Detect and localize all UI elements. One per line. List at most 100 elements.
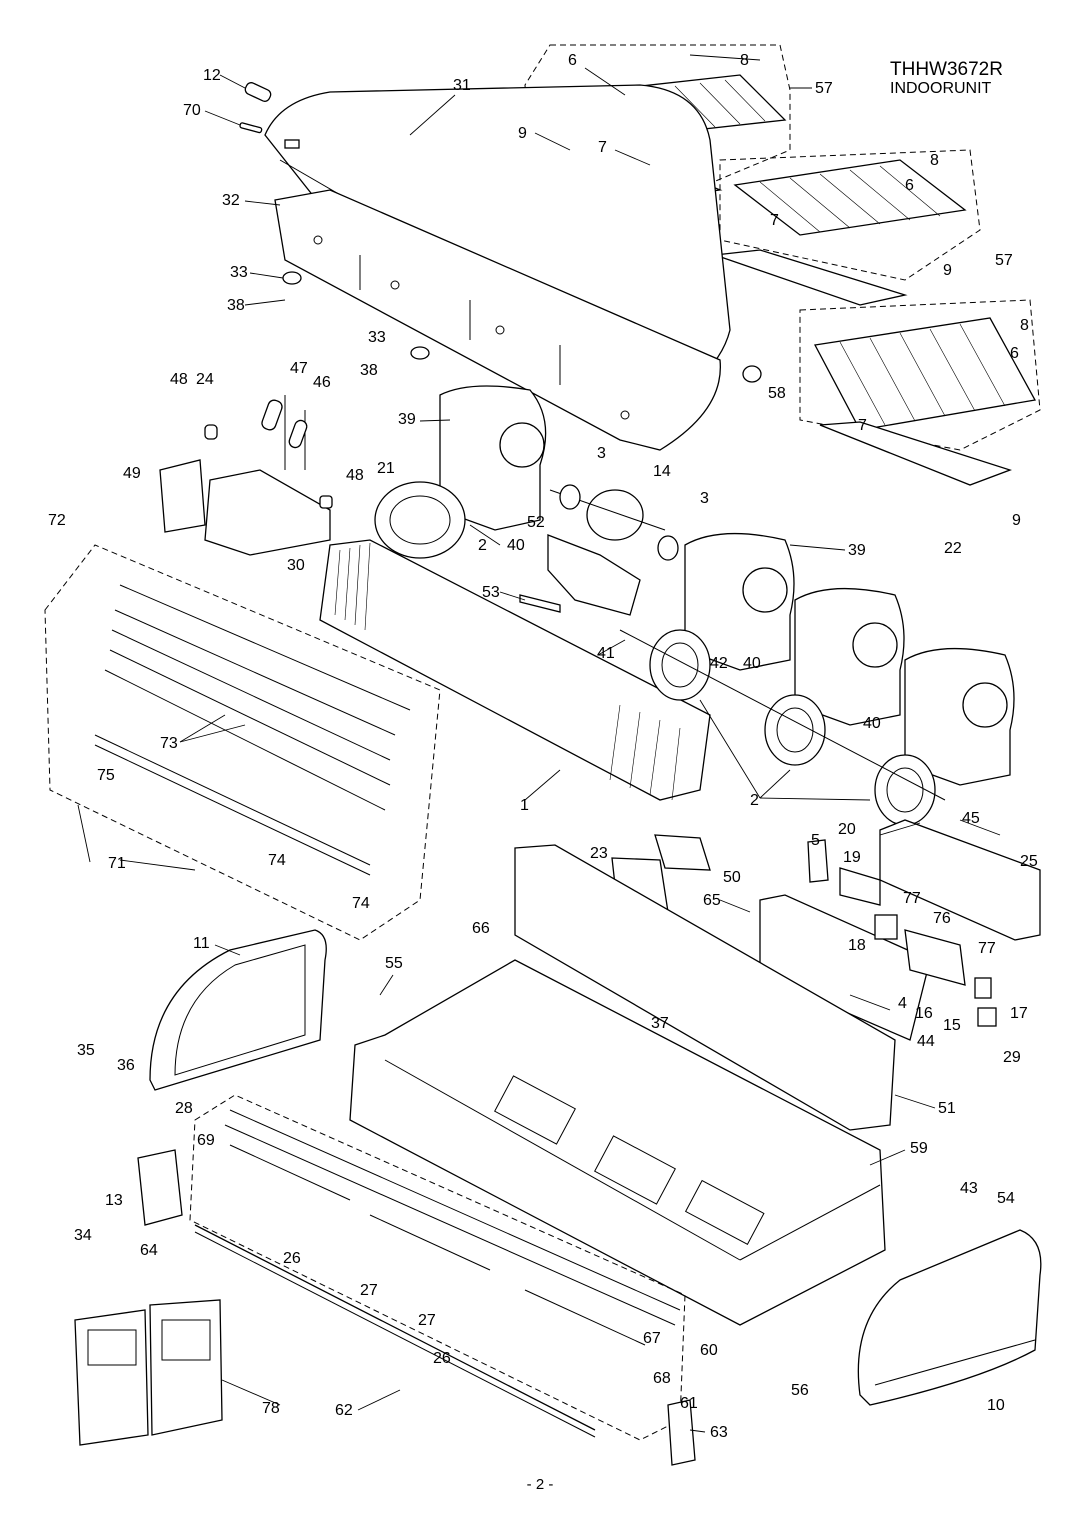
leader-lines xyxy=(77,54,1001,1433)
callout-2a: 2 xyxy=(478,537,487,554)
callout-43: 43 xyxy=(960,1180,978,1197)
callout-25: 25 xyxy=(1020,853,1038,870)
callout-39a: 39 xyxy=(398,411,416,428)
blower-wheel-4 xyxy=(874,754,936,826)
callout-66: 66 xyxy=(472,920,490,937)
callout-34: 34 xyxy=(74,1227,92,1244)
part-5 xyxy=(807,839,829,883)
callout-4: 4 xyxy=(898,995,907,1012)
part-12 xyxy=(244,82,272,102)
blower-housing-2 xyxy=(684,532,795,671)
callout-52: 52 xyxy=(527,514,545,531)
callout-41: 41 xyxy=(597,645,615,662)
callout-60: 60 xyxy=(700,1342,718,1359)
part-33a xyxy=(282,271,302,285)
callout-56: 56 xyxy=(791,1382,809,1399)
callout-68: 68 xyxy=(653,1370,671,1387)
callout-23: 23 xyxy=(590,845,608,862)
heater-kit-outline xyxy=(44,544,441,941)
callout-17: 17 xyxy=(1010,1005,1028,1022)
unit-name: INDOORUNIT xyxy=(890,80,992,97)
callout-36: 36 xyxy=(117,1057,135,1074)
part-48b xyxy=(319,495,333,509)
main-cabinet xyxy=(349,844,896,1326)
terminal-block-19 xyxy=(839,867,881,906)
pcb-15 xyxy=(904,929,966,986)
callout-27a: 27 xyxy=(360,1282,378,1299)
callout-11: 11 xyxy=(193,935,210,952)
callout-57b: 57 xyxy=(995,252,1013,269)
callout-9a: 9 xyxy=(518,125,527,142)
blower-housing-3 xyxy=(794,587,905,726)
callout-48a: 48 xyxy=(170,371,188,388)
callout-8b: 8 xyxy=(930,152,939,169)
callout-26a: 26 xyxy=(283,1250,301,1267)
motor-mount-ring-b xyxy=(657,535,679,561)
part-58 xyxy=(742,365,762,383)
callout-46: 46 xyxy=(313,374,331,391)
callout-21: 21 xyxy=(377,460,395,477)
callout-3a: 3 xyxy=(597,445,606,462)
callout-47: 47 xyxy=(290,360,308,377)
front-panel xyxy=(274,189,721,451)
callout-48b: 48 xyxy=(346,467,364,484)
part-70 xyxy=(239,122,263,134)
blower-wheel-3 xyxy=(764,694,826,766)
callout-1: 1 xyxy=(520,797,529,814)
callout-62: 62 xyxy=(335,1402,353,1419)
callout-33a: 33 xyxy=(230,264,248,281)
bracket-63 xyxy=(667,1399,696,1466)
transformer-18 xyxy=(874,914,898,940)
callout-38b: 38 xyxy=(360,362,378,379)
part-29 xyxy=(977,1007,997,1027)
blower-wheel-1 xyxy=(374,481,466,559)
callout-76: 76 xyxy=(933,910,951,927)
callout-50: 50 xyxy=(723,869,741,886)
callout-29: 29 xyxy=(1003,1049,1021,1066)
callout-40b: 40 xyxy=(743,655,761,672)
callout-20: 20 xyxy=(838,821,856,838)
callout-16: 16 xyxy=(915,1005,933,1022)
callout-39b: 39 xyxy=(848,542,866,559)
callout-64: 64 xyxy=(140,1242,158,1259)
evaporator-coil xyxy=(319,539,711,801)
blower-wheel-2 xyxy=(649,629,711,701)
callout-30: 30 xyxy=(287,557,305,574)
louvers xyxy=(224,1109,681,1346)
callout-65: 65 xyxy=(703,892,721,909)
part-64 xyxy=(137,1149,183,1226)
callout-22: 22 xyxy=(944,540,962,557)
callout-35: 35 xyxy=(77,1042,95,1059)
part-33b xyxy=(410,346,430,360)
callout-8c: 8 xyxy=(1020,317,1029,334)
callout-15: 15 xyxy=(943,1017,961,1034)
callout-53: 53 xyxy=(482,584,500,601)
callout-19: 19 xyxy=(843,849,861,866)
callout-75: 75 xyxy=(97,767,115,784)
callout-74b: 74 xyxy=(352,895,370,912)
callout-74a: 74 xyxy=(268,852,286,869)
part-46 xyxy=(288,419,308,449)
callout-7b: 7 xyxy=(770,212,779,229)
callout-18: 18 xyxy=(848,937,866,954)
page-number: - 2 - xyxy=(526,1476,554,1493)
relay-17 xyxy=(974,977,992,999)
callout-73: 73 xyxy=(160,735,178,752)
callout-58: 58 xyxy=(768,385,786,402)
callout-14: 14 xyxy=(653,463,671,480)
shaft xyxy=(619,629,946,801)
callout-10: 10 xyxy=(987,1397,1005,1414)
blower-housing-4 xyxy=(904,647,1015,786)
title-block: THHW3672R INDOORUNIT xyxy=(890,60,1003,97)
callout-9b: 9 xyxy=(943,262,952,279)
filter-group-bottom xyxy=(799,299,1041,486)
callout-55: 55 xyxy=(385,955,403,972)
bracket-53 xyxy=(519,594,561,613)
callout-38a: 38 xyxy=(227,297,245,314)
filter-group-middle xyxy=(714,149,981,306)
callout-40c: 40 xyxy=(863,715,881,732)
motor-bracket xyxy=(547,534,641,616)
callout-28: 28 xyxy=(175,1100,193,1117)
bottom-rail-62 xyxy=(194,1224,596,1438)
